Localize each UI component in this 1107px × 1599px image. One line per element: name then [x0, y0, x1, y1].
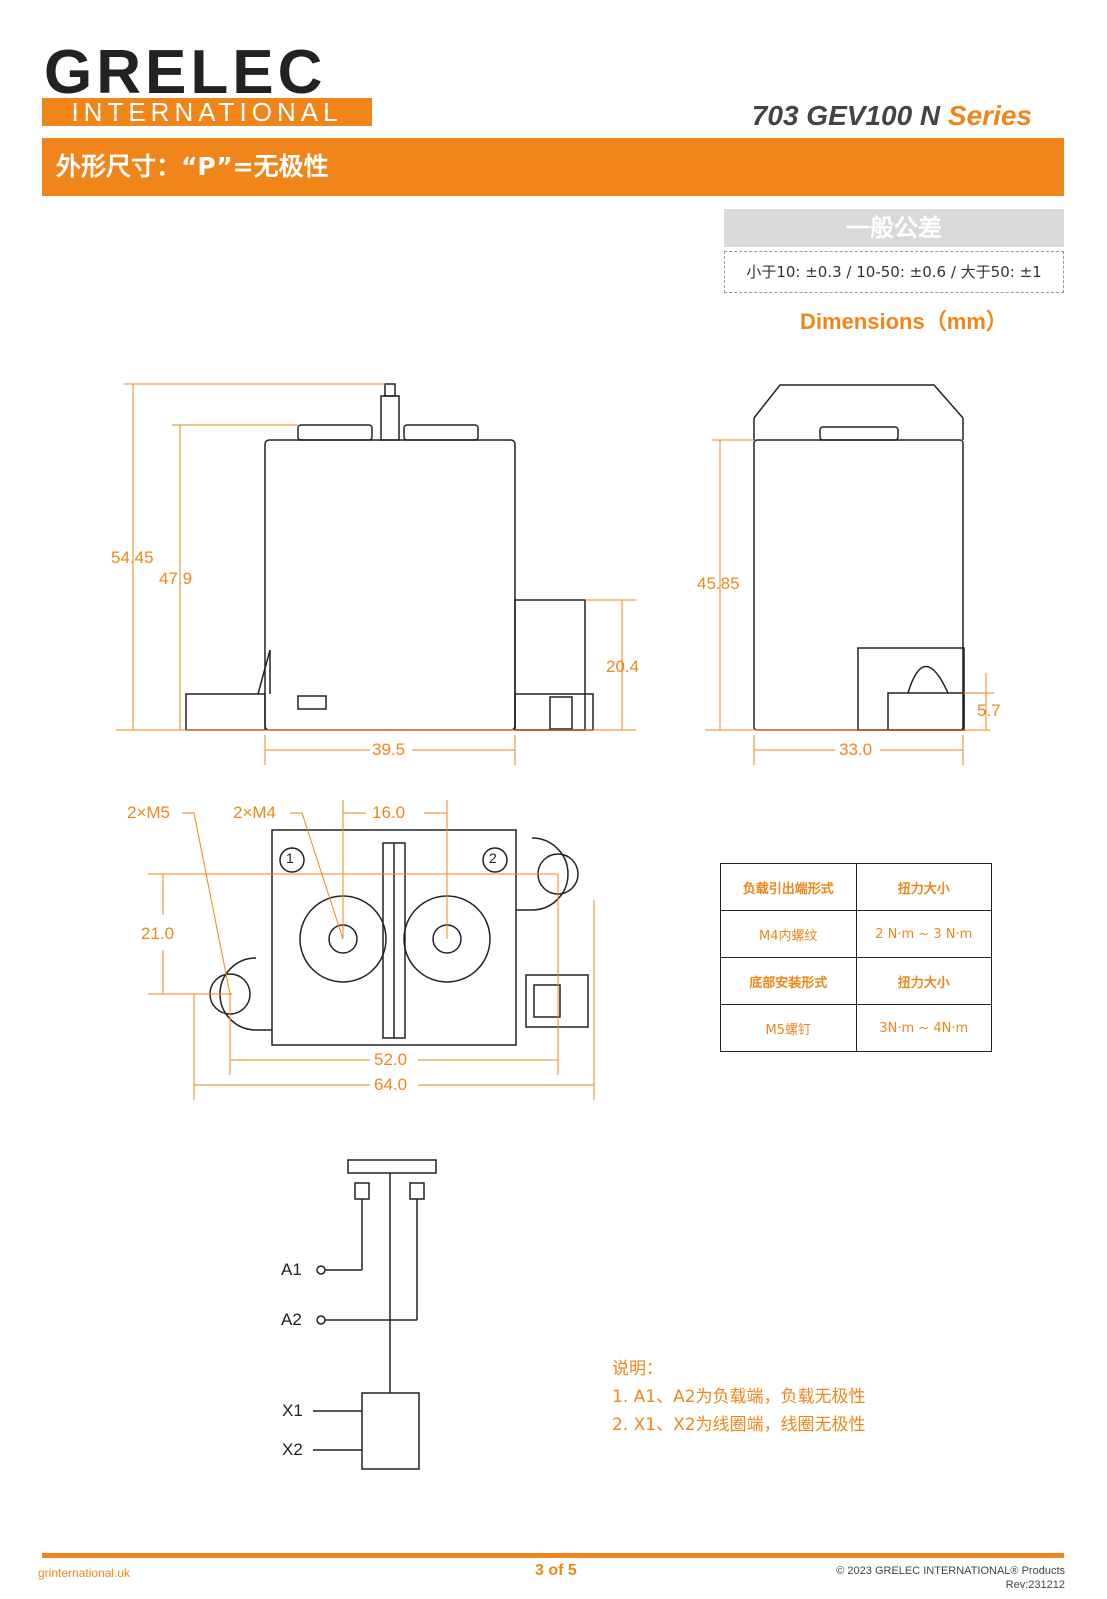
dim-2xm4: 2×M4 [233, 803, 276, 822]
dim-47-9: 47.9 [159, 569, 193, 588]
terminal-2-label: 2 [489, 850, 497, 866]
dim-33-0: 33.0 [839, 740, 873, 759]
dimension-lines [116, 383, 994, 1100]
dim-39-5: 39.5 [372, 740, 406, 759]
top-view [209, 829, 589, 1046]
side-view [753, 384, 965, 731]
series-prefix: 703 GEV100 N [751, 100, 941, 131]
dim-5-7: 5.7 [977, 701, 1001, 720]
footer-copyright-block: © 2023 GRELEC INTERNATIONAL® Products Re… [836, 1564, 1065, 1592]
pin-a2: A2 [281, 1310, 302, 1329]
table-cell: M4内螺纹 [720, 910, 857, 958]
section-title: 外形尺寸：“P”=无极性 [42, 138, 1064, 196]
table-row: M4内螺纹 2 N·m ~ 3 N·m [720, 910, 992, 958]
pin-a1: A1 [281, 1260, 302, 1279]
table-cell: 3N·m ~ 4N·m [855, 1004, 992, 1052]
notes-line-1: 1. A1、A2为负载端，负载无极性 [612, 1387, 866, 1407]
table-cell: 2 N·m ~ 3 N·m [855, 910, 992, 958]
footer-divider [42, 1553, 1064, 1558]
dimensions-title: Dimensions（mm） [800, 309, 1008, 334]
terminal-1-label: 1 [286, 850, 294, 866]
logo-subtitle: INTERNATIONAL [42, 98, 372, 126]
dim-52-0: 52.0 [374, 1050, 408, 1069]
dim-16-0: 16.0 [372, 803, 406, 822]
logo-wordmark: GRELEC [44, 38, 327, 107]
tolerance-heading: 一般公差 [724, 209, 1064, 247]
notes: 说明： 1. A1、A2为负载端，负载无极性 2. X1、X2为线圈端，线圈无极… [612, 1355, 866, 1439]
table-cell: 底部安装形式 [720, 957, 857, 1005]
notes-title: 说明： [612, 1359, 663, 1379]
dim-45-85: 45.85 [697, 574, 740, 593]
table-row: 底部安装形式 扭力大小 [720, 957, 992, 1005]
table-row: M5螺钉 3N·m ~ 4N·m [720, 1004, 992, 1052]
notes-line-2: 2. X1、X2为线圈端，线圈无极性 [612, 1415, 866, 1435]
wiring-diagram [313, 1159, 437, 1470]
torque-table: 负载引出端形式 扭力大小 M4内螺纹 2 N·m ~ 3 N·m 底部安装形式 … [720, 863, 992, 1052]
footer-copyright: © 2023 GRELEC INTERNATIONAL® Products [836, 1565, 1065, 1577]
footer-revision: Rev:231212 [1005, 1579, 1065, 1591]
footer-page-number: 3 of 5 [535, 1562, 577, 1579]
front-view [185, 383, 594, 731]
table-cell: 扭力大小 [855, 957, 992, 1005]
dim-20-4: 20.4 [606, 657, 640, 676]
footer-website[interactable]: grinternational.uk [38, 1566, 131, 1580]
dim-21-0: 21.0 [141, 924, 175, 943]
table-cell: M5螺钉 [720, 1004, 857, 1052]
dim-64-0: 64.0 [374, 1075, 408, 1094]
table-row: 负载引出端形式 扭力大小 [720, 863, 992, 911]
series-title: 703 GEV100 N Series [752, 100, 1032, 132]
series-suffix: Series [947, 100, 1032, 131]
tolerance-text: 小于10: ±0.3 / 10-50: ±0.6 / 大于50: ±1 [724, 251, 1064, 293]
table-cell: 负载引出端形式 [720, 863, 857, 911]
table-cell: 扭力大小 [855, 863, 992, 911]
pin-x1: X1 [282, 1401, 303, 1420]
pin-x2: X2 [282, 1440, 303, 1459]
dim-54-45: 54.45 [111, 548, 154, 567]
dim-2xm5: 2×M5 [127, 803, 170, 822]
